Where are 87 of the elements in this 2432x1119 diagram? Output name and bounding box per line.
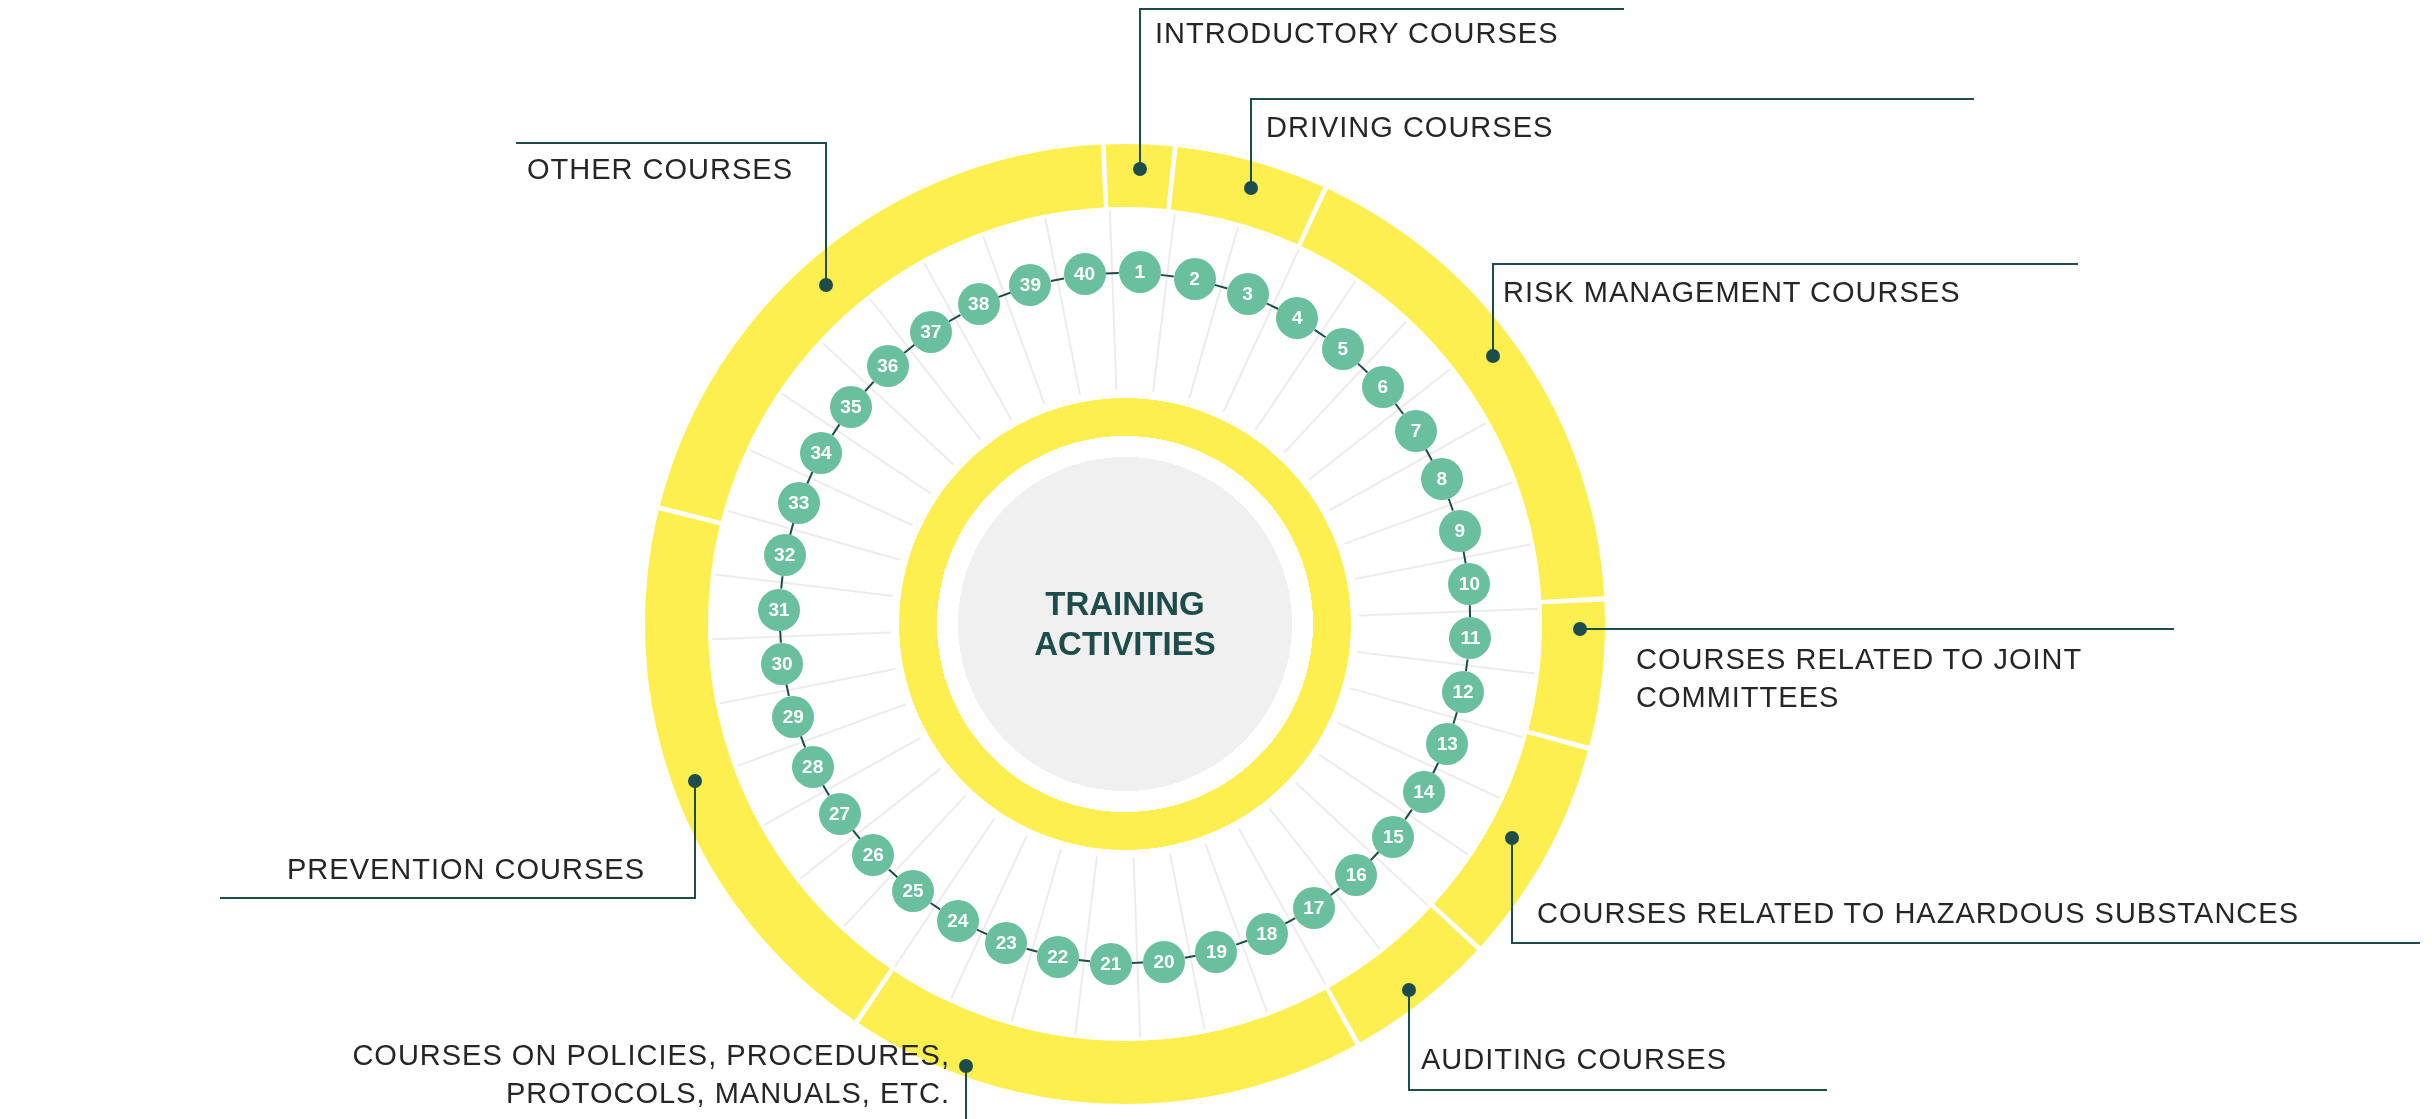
number-circle: 17 bbox=[1292, 887, 1335, 929]
connector-line bbox=[1235, 939, 1248, 946]
number-circle: 23 bbox=[985, 922, 1028, 964]
connector-line bbox=[1183, 954, 1197, 959]
number-circle: 37 bbox=[909, 310, 952, 353]
category-label: RISK MANAGEMENT COURSES bbox=[1503, 273, 1961, 311]
number-circle: 8 bbox=[1420, 457, 1463, 500]
leader-line bbox=[1505, 831, 2421, 944]
number-circle: 16 bbox=[1335, 854, 1378, 897]
connector-line bbox=[1077, 958, 1091, 963]
connector-line bbox=[1447, 497, 1454, 512]
number-circle: 11 bbox=[1449, 617, 1492, 660]
number-circle: 26 bbox=[852, 834, 895, 877]
connector-line bbox=[822, 784, 831, 797]
connector-line bbox=[1404, 808, 1413, 821]
number-circle: 35 bbox=[829, 385, 872, 428]
connector-line bbox=[997, 291, 1012, 299]
connector-line bbox=[780, 575, 784, 590]
leader-line bbox=[1402, 983, 1828, 1091]
number-circle: 31 bbox=[758, 588, 801, 631]
number-circle: 32 bbox=[763, 534, 806, 577]
connector-line bbox=[1159, 273, 1175, 278]
number-circle: 12 bbox=[1442, 671, 1484, 714]
number-circle: 4 bbox=[1276, 297, 1319, 339]
number-circle: 33 bbox=[777, 481, 820, 524]
number-circle: 5 bbox=[1321, 328, 1364, 371]
number-circle: 36 bbox=[866, 345, 909, 388]
connector-line bbox=[1130, 961, 1145, 964]
ring-segment bbox=[1329, 907, 1478, 1043]
connector-line bbox=[785, 683, 790, 698]
category-label: INTRODUCTORY COURSES bbox=[1155, 14, 1559, 52]
number-circle: 9 bbox=[1438, 509, 1481, 552]
number-circle: 13 bbox=[1426, 722, 1469, 765]
category-label: AUDITING COURSES bbox=[1421, 1040, 1728, 1078]
leader-line bbox=[1486, 263, 2079, 363]
number-circle: 24 bbox=[936, 899, 979, 942]
connector-line bbox=[887, 868, 899, 879]
connector-line bbox=[1104, 272, 1120, 275]
number-circle: 20 bbox=[1143, 940, 1186, 983]
leader-line bbox=[219, 774, 702, 899]
connector-line bbox=[1464, 658, 1469, 673]
center-title: TRAINING ACTIVITIES bbox=[1033, 584, 1217, 664]
number-circle: 2 bbox=[1173, 258, 1216, 301]
number-circle: 39 bbox=[1009, 264, 1052, 307]
leader-line bbox=[1244, 98, 1975, 195]
number-circle: 14 bbox=[1402, 771, 1445, 814]
number-circle: 7 bbox=[1394, 409, 1437, 452]
leader-line bbox=[959, 1059, 973, 1119]
ring-segment bbox=[1528, 601, 1605, 746]
connector-line bbox=[929, 902, 942, 911]
number-circle: 27 bbox=[818, 792, 861, 835]
connector-line bbox=[779, 629, 782, 644]
connector-line bbox=[1313, 328, 1327, 339]
connector-line bbox=[1025, 947, 1039, 953]
number-circle: 19 bbox=[1195, 930, 1238, 973]
connector-line bbox=[1050, 277, 1065, 283]
number-circle: 6 bbox=[1361, 366, 1404, 409]
number-circle: 18 bbox=[1245, 912, 1288, 955]
connector-line bbox=[948, 313, 962, 323]
ring-segment bbox=[645, 510, 890, 1021]
number-circle: 29 bbox=[772, 695, 815, 738]
category-label: DRIVING COURSES bbox=[1266, 108, 1554, 146]
category-label: PREVENTION COURSES bbox=[287, 850, 645, 888]
number-circle: 22 bbox=[1036, 936, 1079, 979]
number-circle: 28 bbox=[791, 746, 834, 788]
number-circle: 25 bbox=[892, 870, 934, 913]
connector-line bbox=[1452, 711, 1458, 725]
category-label: COURSES RELATED TO HAZARDOUS SUBSTANCES bbox=[1537, 894, 2299, 932]
connector-line bbox=[1468, 604, 1472, 619]
number-circle: 30 bbox=[760, 642, 803, 685]
connector-line bbox=[831, 423, 841, 437]
category-label: OTHER COURSES bbox=[527, 150, 793, 188]
number-circle: 40 bbox=[1063, 253, 1106, 296]
number-circle: 3 bbox=[1226, 273, 1269, 316]
number-circle: 34 bbox=[800, 431, 842, 474]
connector-line bbox=[1284, 917, 1297, 925]
ring-segment bbox=[1105, 144, 1173, 210]
connector-line bbox=[864, 380, 875, 393]
leader-line bbox=[1133, 8, 1625, 176]
category-label: COURSES RELATED TO JOINT COMMITTEES bbox=[1636, 640, 2156, 716]
connector-line bbox=[1462, 550, 1467, 565]
number-circle: 21 bbox=[1089, 942, 1132, 985]
number-circle: 10 bbox=[1448, 563, 1491, 606]
leader-line bbox=[515, 142, 833, 292]
number-circle: 15 bbox=[1372, 815, 1415, 858]
number-circle: 38 bbox=[957, 283, 1000, 326]
number-circle: 1 bbox=[1118, 251, 1161, 294]
